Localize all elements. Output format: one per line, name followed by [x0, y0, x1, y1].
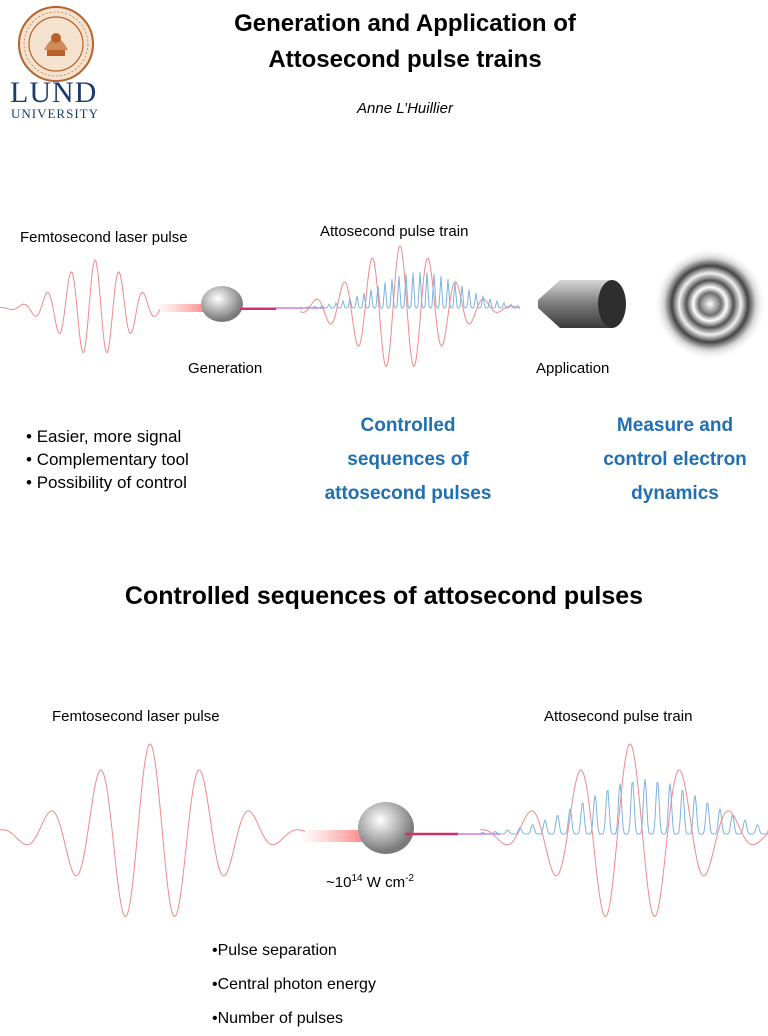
gas-jet-top — [201, 286, 243, 322]
blue-text-middle: Controlled sequences of attosecond pulse… — [298, 409, 518, 511]
blue-right-line: control electron — [603, 449, 747, 470]
section-title: Controlled sequences of attosecond pulse… — [124, 582, 644, 610]
beam-top — [155, 304, 205, 312]
gas-jet-bottom — [358, 802, 414, 854]
label-attosecond-top: Attosecond pulse train — [320, 223, 469, 240]
title-line-2: Attosecond pulse trains — [268, 46, 542, 73]
bullet-list-2: Pulse separation Central photon energy N… — [212, 934, 376, 1036]
as-wave-top-blue — [299, 271, 521, 309]
author: Anne L’Huillier — [357, 100, 453, 117]
bullet-item: Pulse separation — [212, 934, 376, 968]
bullet-item: Central photon energy — [212, 968, 376, 1002]
bottom-diagram — [0, 743, 768, 918]
as-wave-bottom-blue — [479, 778, 768, 835]
as-wave-top-red — [299, 245, 521, 368]
logo-word: LUND — [10, 76, 98, 109]
label-attosecond-bottom: Attosecond pulse train — [544, 708, 693, 725]
blue-text-right: Measure and control electron dynamics — [570, 409, 768, 511]
fs-wave-bottom — [0, 743, 306, 918]
fs-wave-top — [0, 259, 161, 354]
as-wave-bottom-red — [479, 743, 768, 918]
blue-right-line: dynamics — [631, 483, 719, 504]
bullet-item: Number of pulses — [212, 1002, 376, 1036]
intensity-unit-exp: -2 — [405, 873, 414, 884]
intensity-unit: W cm — [362, 874, 406, 891]
blue-mid-line: sequences of — [347, 449, 469, 470]
intensity-exp: 14 — [351, 873, 363, 884]
page-title: Generation and Application of Attosecond… — [150, 6, 660, 78]
label-application: Application — [536, 360, 610, 377]
bullet-list-1: Easier, more signal Complementary tool P… — [26, 425, 189, 494]
intensity-prefix: ~10 — [326, 874, 352, 891]
lund-seal-logo — [18, 6, 94, 82]
bullet-item: Complementary tool — [26, 448, 189, 471]
bullet-item: Possibility of control — [26, 471, 189, 494]
label-femtosecond-bottom: Femtosecond laser pulse — [52, 708, 220, 725]
bullet-item: Easier, more signal — [26, 425, 189, 448]
ring-pattern — [654, 248, 766, 360]
label-femtosecond-top: Femtosecond laser pulse — [20, 229, 188, 246]
title-line-1: Generation and Application of — [234, 10, 576, 37]
blue-mid-line: attosecond pulses — [324, 483, 492, 504]
detector-cylinder — [538, 280, 626, 328]
blue-mid-line: Controlled — [360, 415, 456, 436]
top-diagram — [0, 245, 766, 368]
intensity-label: ~1014 W cm-2 — [326, 873, 414, 891]
label-generation: Generation — [188, 360, 263, 377]
logo-subword: UNIVERSITY — [11, 106, 99, 121]
blue-right-line: Measure and — [616, 415, 734, 436]
beam-bottom — [300, 830, 362, 842]
